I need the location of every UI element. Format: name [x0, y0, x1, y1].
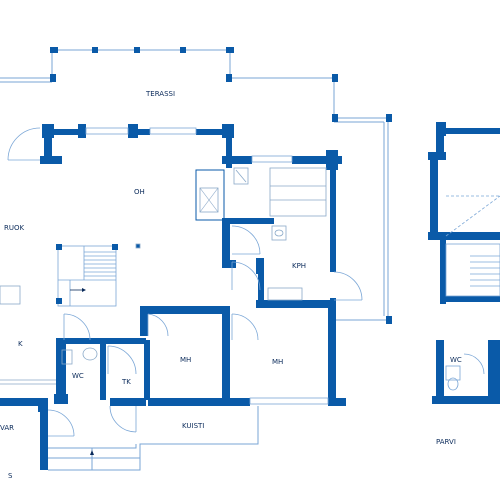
- room-label-tk: TK: [121, 378, 131, 386]
- parvi-stairs: [445, 195, 500, 391]
- room-label-k: K: [18, 340, 23, 348]
- room-label-wc: WC: [72, 372, 84, 380]
- room-label-kph: KPH: [292, 262, 306, 270]
- kuisti-outline: [48, 406, 259, 471]
- room-label-s: S: [8, 472, 13, 480]
- stair-arrow-icon: [82, 288, 86, 292]
- room-label-var: VAR: [0, 424, 14, 432]
- fixtures: [0, 225, 287, 385]
- terrace-windows: [50, 47, 392, 324]
- room-label-ruok: RUOK: [4, 224, 24, 232]
- stair-walls: [56, 244, 118, 304]
- room-label-kuisti: KUISTI: [182, 422, 204, 430]
- main-stairs: [57, 245, 117, 307]
- room-label-mh-left: MH: [180, 356, 191, 364]
- sauna-benches: [233, 167, 327, 301]
- entry-arrow-icon: [90, 450, 94, 455]
- fireplace: [195, 169, 225, 221]
- room-label-parvi-wc: WC: [450, 356, 462, 364]
- doors: [7, 127, 363, 437]
- parvi-walls: [428, 122, 500, 404]
- room-label-terassi: TERASSI: [145, 90, 175, 98]
- main-floor-walls: [0, 124, 346, 470]
- room-label-oh: OH: [134, 188, 145, 196]
- room-label-parvi: PARVI: [436, 438, 456, 446]
- terrace-outline: [0, 49, 389, 321]
- room-label-mh-right: MH: [272, 358, 283, 366]
- wall-windows: [85, 127, 329, 405]
